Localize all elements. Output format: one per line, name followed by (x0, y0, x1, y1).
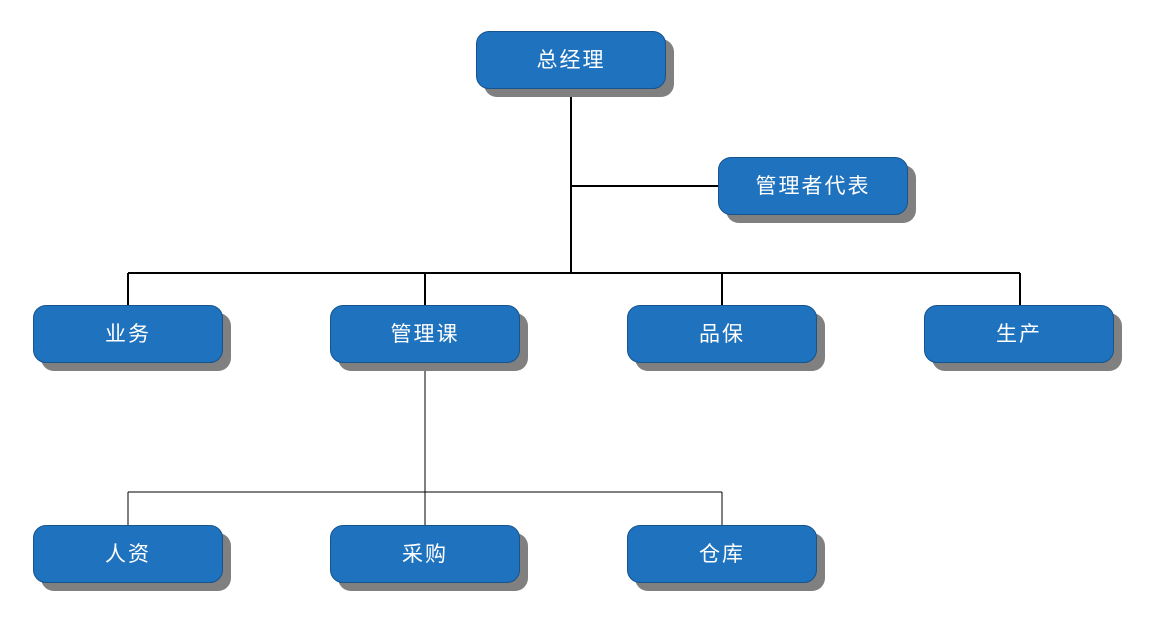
org-node-label: 采购 (402, 541, 448, 566)
org-node-management-representative[interactable]: 管理者代表 (718, 157, 916, 223)
node-body (33, 305, 223, 363)
node-body (330, 305, 520, 363)
org-node-human-resources[interactable]: 人资 (33, 525, 231, 591)
node-body (627, 525, 817, 583)
node-body (330, 525, 520, 583)
org-node-warehouse[interactable]: 仓库 (627, 525, 825, 591)
node-body (718, 157, 908, 215)
org-node-purchasing[interactable]: 采购 (330, 525, 528, 591)
org-node-general-manager[interactable]: 总经理 (476, 31, 674, 97)
org-node-label: 仓库 (699, 541, 745, 566)
org-node-label: 总经理 (536, 47, 606, 72)
node-body (924, 305, 1114, 363)
org-node-label: 管理课 (390, 321, 460, 346)
org-node-admin-section[interactable]: 管理课 (330, 305, 528, 371)
org-node-label: 品保 (699, 321, 745, 346)
org-node-label: 管理者代表 (755, 173, 871, 198)
node-body (33, 525, 223, 583)
org-node-production[interactable]: 生产 (924, 305, 1122, 371)
org-node-label: 生产 (996, 321, 1042, 346)
org-node-label: 业务 (105, 321, 151, 346)
node-body (476, 31, 666, 89)
org-node-quality-assurance[interactable]: 品保 (627, 305, 825, 371)
node-body (627, 305, 817, 363)
org-node-label: 人资 (105, 541, 151, 566)
org-node-sales[interactable]: 业务 (33, 305, 231, 371)
